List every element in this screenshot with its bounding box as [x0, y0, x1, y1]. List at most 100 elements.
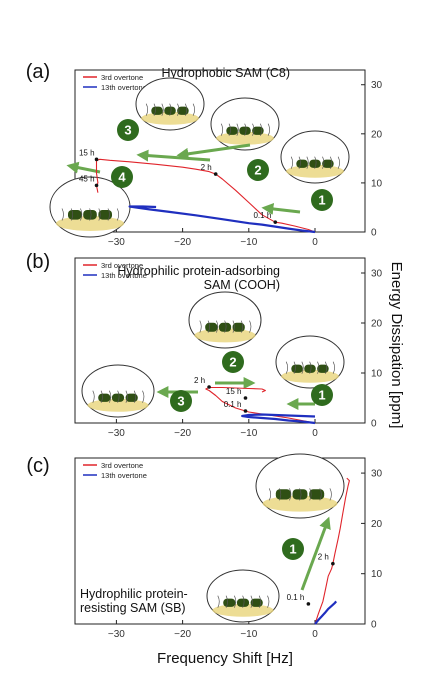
- y-tick-label: 30: [371, 469, 383, 480]
- sam-chain: [220, 123, 224, 136]
- panel-title: Hydrophilic protein-: [80, 587, 188, 601]
- time-point-marker: [273, 220, 278, 224]
- plot-frame: [74, 257, 366, 424]
- time-point-marker: [243, 396, 248, 400]
- sam-chain: [216, 320, 219, 333]
- inset-substrate: [194, 328, 256, 343]
- sam-chain: [145, 103, 149, 116]
- step-number: 1: [318, 193, 325, 208]
- bacteria-inset-icon: [206, 569, 280, 623]
- y-tick-label: 0: [371, 620, 377, 631]
- plot-frame: [74, 69, 366, 233]
- bacterium-cell: [68, 210, 82, 220]
- series-line-3rd-overtone: [95, 158, 316, 233]
- sam-chain: [117, 390, 120, 403]
- bacterium-cell: [317, 364, 329, 373]
- bacterium-cell: [98, 210, 112, 220]
- step-badge: [170, 390, 192, 412]
- sam-chain: [207, 320, 210, 333]
- plot-frame: [74, 457, 366, 625]
- sam-chain: [290, 156, 294, 169]
- inset-substrate: [262, 495, 338, 512]
- sam-chain: [314, 156, 317, 169]
- time-point-marker: [207, 385, 211, 389]
- sam-chain: [125, 390, 128, 403]
- time-point-label: 0.1 h: [253, 211, 271, 220]
- sam-chain: [133, 390, 137, 403]
- sam-chain: [236, 123, 239, 136]
- series-line-13th-overtone: [241, 413, 316, 425]
- sam-chain: [228, 123, 231, 136]
- bacterium-cell: [322, 159, 334, 168]
- series-line-13th-overtone: [314, 600, 338, 625]
- sam-chain: [309, 488, 312, 501]
- time-point-label: 45 h: [79, 174, 95, 183]
- inset-substrate: [281, 369, 339, 383]
- sam-chain: [169, 103, 172, 116]
- sam-chain: [224, 320, 227, 333]
- step-number: 3: [124, 123, 131, 138]
- sam-chain: [329, 488, 332, 501]
- legend-label-13th: 13th overtone: [101, 471, 147, 480]
- green-arrow: [66, 161, 101, 174]
- sam-chain: [80, 208, 83, 221]
- x-tick-label: −20: [174, 428, 191, 439]
- numbered-circle-icon: 1: [311, 384, 333, 406]
- sam-chain: [319, 488, 322, 501]
- time-point-label: 2 h: [318, 553, 329, 562]
- step-number: 1: [318, 388, 325, 403]
- numbered-circle-icon: 3: [170, 390, 192, 412]
- bacterium-cell: [205, 322, 218, 332]
- sam-chain: [250, 595, 253, 608]
- step-number: 2: [254, 163, 261, 178]
- sam-chain: [234, 595, 237, 608]
- y-tick-label: 20: [371, 319, 383, 330]
- bacterium-cell: [309, 159, 321, 168]
- bacterium-cell: [218, 322, 232, 332]
- series-line-13th-overtone: [128, 205, 316, 234]
- y-tick-label: 0: [371, 419, 377, 430]
- sam-chain: [184, 103, 188, 116]
- y-tick-label: 10: [371, 569, 383, 580]
- bacterium-cell: [292, 489, 308, 500]
- panel-title: Hydrophobic SAM (C8): [161, 66, 290, 80]
- panel-label: (a): [26, 61, 50, 83]
- sam-chain: [337, 156, 340, 169]
- sam-chain: [252, 123, 255, 136]
- sam-chain: [267, 123, 270, 136]
- series-line-3rd-overtone: [314, 477, 350, 625]
- inset-substrate: [286, 164, 344, 178]
- y-tick-label: 20: [371, 129, 383, 140]
- x-tick-label: −30: [108, 237, 125, 248]
- step-number: 3: [177, 394, 184, 409]
- sam-chain: [98, 208, 101, 221]
- time-point-label: 0.1 h: [224, 400, 242, 409]
- bacteria-inset-icon: [81, 364, 155, 418]
- inset-substrate: [216, 131, 274, 145]
- sam-chain: [306, 156, 309, 169]
- sam-chain: [293, 361, 296, 374]
- bacterium-cell: [236, 598, 250, 607]
- step-badge: [282, 538, 304, 560]
- y-tick-label: 30: [371, 80, 383, 91]
- bacterium-cell: [275, 489, 291, 500]
- time-point-label: 15 h: [226, 387, 242, 396]
- sam-chain: [70, 208, 74, 221]
- green-arrow: [176, 143, 251, 160]
- step-number: 4: [118, 170, 126, 185]
- y-tick-label: 30: [371, 269, 383, 280]
- sam-chain: [298, 156, 301, 169]
- bacterium-cell: [232, 322, 245, 332]
- sam-chain: [116, 208, 120, 221]
- y-tick-label: 20: [371, 519, 383, 530]
- bacteria-inset-icon: [275, 335, 345, 389]
- time-point-marker: [94, 157, 99, 162]
- sam-chain: [267, 595, 270, 608]
- legend-label-13th: 13th overtone: [101, 271, 147, 280]
- green-arrow: [136, 149, 211, 162]
- panel-label: (c): [26, 455, 49, 477]
- y-axis-label: Energy Dissipation [ppm]: [388, 262, 405, 429]
